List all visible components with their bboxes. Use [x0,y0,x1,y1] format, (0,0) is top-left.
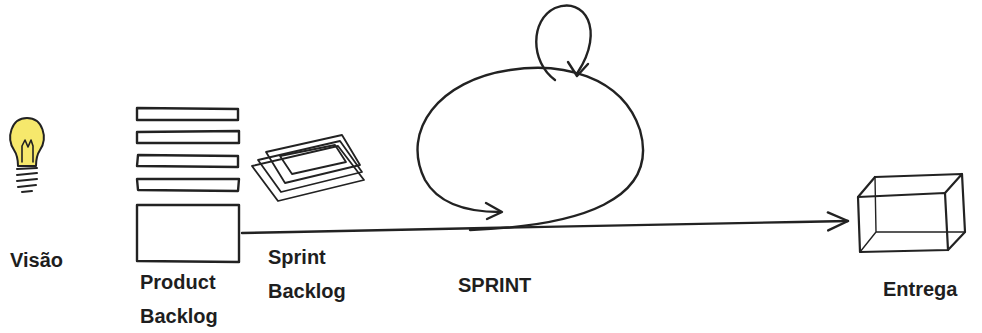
illustrated-step: Visão [5,110,75,285]
step-label: Sprint Backlog [268,240,356,308]
arrow-head [828,212,848,230]
flow-line [242,221,848,233]
step-label: SPRINT [458,268,608,302]
delivery-box-icon [858,174,965,252]
step-label: Visão [10,243,75,277]
illustrated-step: Product Backlog [132,100,242,330]
backlog-stack-icon [137,108,239,262]
step-label: Entrega [883,272,971,306]
illustrated-step: Entrega [848,170,973,310]
lightbulb-icon [10,118,44,192]
flow-arrow [242,212,848,233]
illustrated-step: Sprint Backlog [250,135,370,310]
illustrated-step: SPRINT [410,0,660,300]
sprint-backlog-cards-icon [252,135,364,201]
step-label: Product Backlog [140,265,240,333]
sprint-loop-icon [418,6,644,230]
